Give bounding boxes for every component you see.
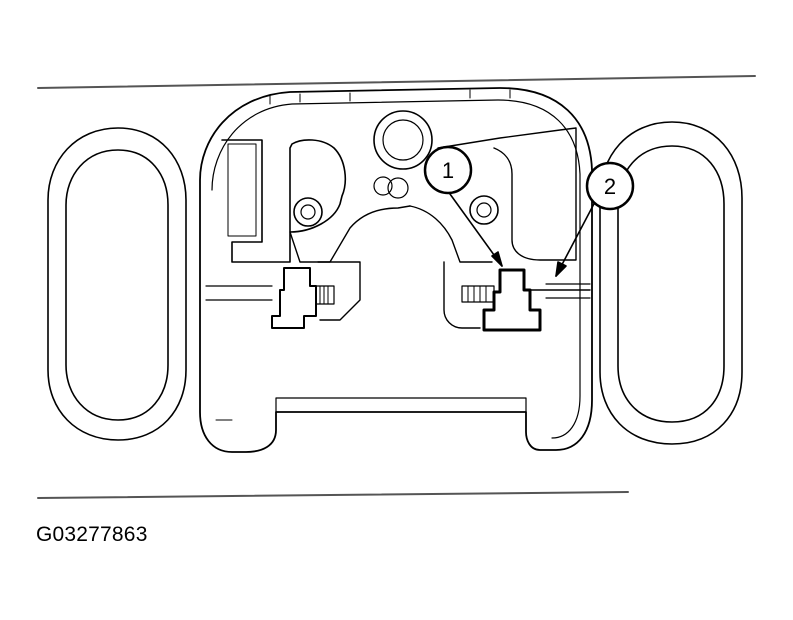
callout-1-arrowhead	[491, 251, 503, 267]
callout-1-label: 1	[442, 158, 454, 183]
left-oval-opening	[47, 127, 187, 441]
callout-1: 1	[423, 145, 503, 267]
callout-2-leader	[555, 199, 597, 277]
right-latch-clip	[461, 268, 591, 332]
left-latch-plate	[221, 139, 411, 321]
right-latch-plate	[409, 127, 577, 329]
callout-1-circle	[423, 145, 473, 195]
callout-2-arrowhead	[555, 261, 567, 277]
figure-caption: G03277863	[36, 523, 148, 546]
callout-2-label: 2	[604, 174, 616, 199]
left-latch-clip	[271, 267, 335, 329]
top-panel-edge	[37, 75, 756, 89]
callout-2: 2	[555, 161, 635, 277]
latch-housing	[199, 87, 593, 453]
bottom-panel-edge	[37, 491, 629, 499]
callout-1-leader	[449, 193, 503, 267]
center-pivot	[373, 110, 433, 199]
callout-2-circle	[585, 161, 635, 211]
